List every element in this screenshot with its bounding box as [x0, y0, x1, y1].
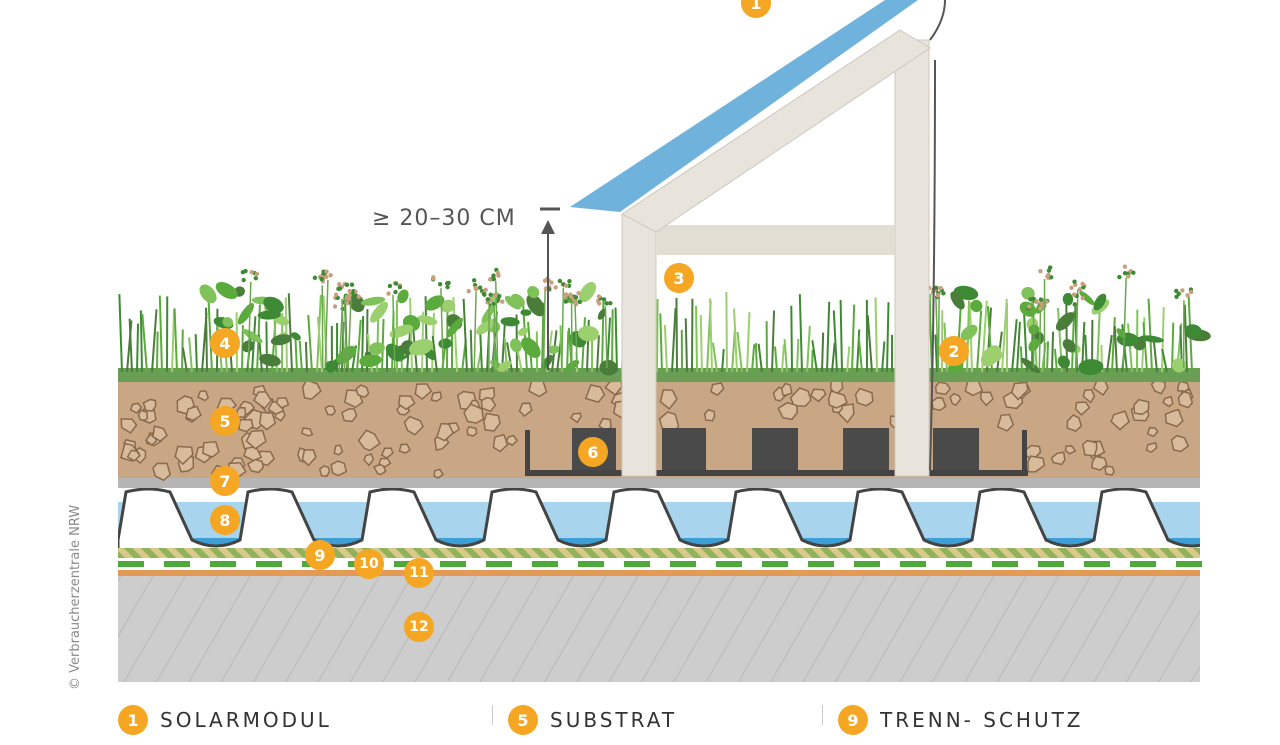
- legend-label-solar: SOLARMODUL: [160, 708, 332, 732]
- membrane-layer: [118, 570, 1200, 576]
- legend-marker-5: 5: [508, 705, 538, 735]
- marker-5: 5: [210, 406, 240, 436]
- concrete-layer: [118, 576, 1200, 682]
- marker-9: 9: [305, 540, 335, 570]
- height-label: ≥ 20–30 CM: [372, 206, 516, 231]
- copyright-text: © Verbraucherzentrale NRW: [68, 505, 83, 690]
- marker-3: 3: [664, 263, 694, 293]
- legend: 1 SOLARMODUL 5 SUBSTRAT 9 TRENN- SCHUTZ: [0, 705, 1280, 745]
- legend-item-solar: 1 SOLARMODUL: [118, 705, 332, 735]
- marker-11: 11: [404, 558, 434, 588]
- marker-4: 4: [210, 328, 240, 358]
- legend-divider: [492, 705, 493, 725]
- legend-label-substrate: SUBSTRAT: [550, 708, 677, 732]
- marker-12: 12: [404, 612, 434, 642]
- legend-marker-1: 1: [118, 705, 148, 735]
- marker-7: 7: [210, 466, 240, 496]
- legend-marker-9: 9: [838, 705, 868, 735]
- protection-fleece-layer: [118, 548, 1200, 558]
- filter-layer: [118, 478, 1200, 488]
- marker-6: 6: [578, 437, 608, 467]
- legend-label-separation: TRENN- SCHUTZ: [880, 708, 1084, 732]
- legend-divider: [822, 705, 823, 725]
- legend-item-separation: 9 TRENN- SCHUTZ: [838, 705, 1084, 735]
- marker-8: 8: [210, 505, 240, 535]
- marker-10: 10: [354, 549, 384, 579]
- legend-item-substrate: 5 SUBSTRAT: [508, 705, 677, 735]
- green-roof-diagram: [0, 0, 1280, 720]
- solar-panel-icon: [570, 0, 918, 212]
- marker-2: 2: [939, 336, 969, 366]
